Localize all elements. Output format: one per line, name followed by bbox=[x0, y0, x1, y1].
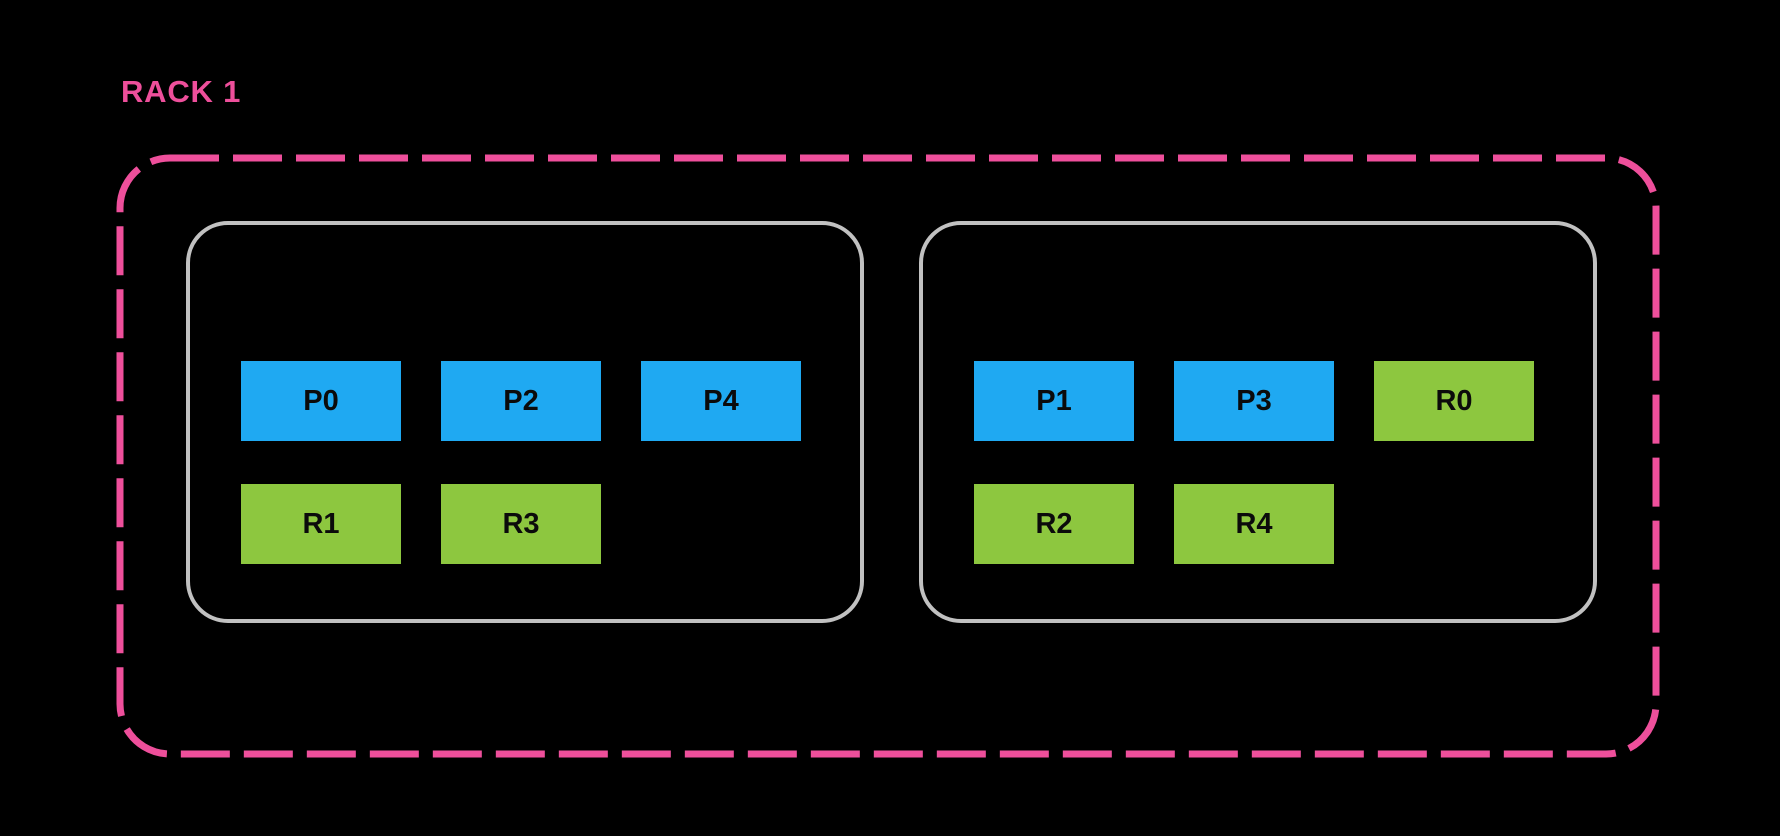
shard-chip-p2: P2 bbox=[441, 361, 601, 441]
chip-row: P0 P2 P4 bbox=[241, 361, 801, 441]
shard-chip-p3: P3 bbox=[1174, 361, 1334, 441]
rack-dashed-border-rect bbox=[116, 154, 1660, 758]
shard-chip-p0: P0 bbox=[241, 361, 401, 441]
shard-chip-r0: R0 bbox=[1374, 361, 1534, 441]
shard-chip-r2: R2 bbox=[974, 484, 1134, 564]
chip-row: P1 P3 R0 bbox=[974, 361, 1534, 441]
shard-chip-p1: P1 bbox=[974, 361, 1134, 441]
chip-row: R1 R3 bbox=[241, 484, 601, 564]
chip-row: R2 R4 bbox=[974, 484, 1334, 564]
shard-chip-r1: R1 bbox=[241, 484, 401, 564]
shard-chip-r3: R3 bbox=[441, 484, 601, 564]
shard-chip-r4: R4 bbox=[1174, 484, 1334, 564]
rack-dashed-border bbox=[116, 154, 1660, 758]
rack-label: RACK 1 bbox=[121, 74, 242, 109]
shard-chip-p4: P4 bbox=[641, 361, 801, 441]
